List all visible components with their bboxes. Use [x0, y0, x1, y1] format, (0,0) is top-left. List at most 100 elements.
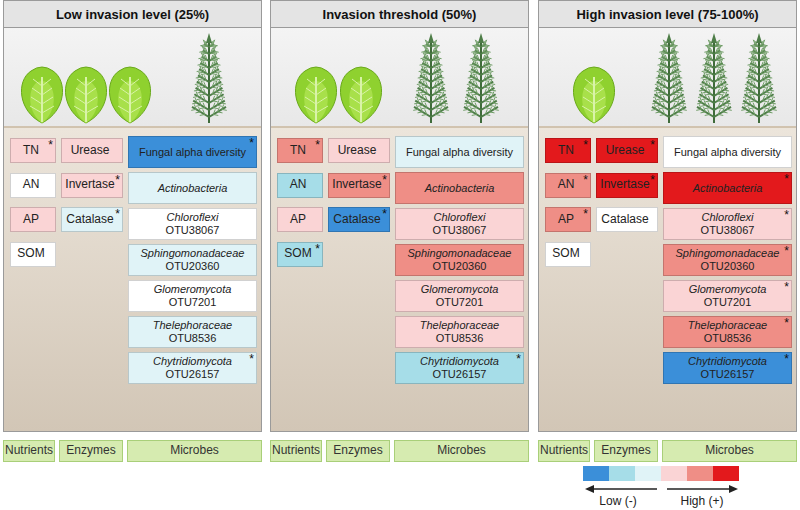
plant-needle — [427, 69, 429, 74]
plant-needle — [435, 96, 437, 101]
plant-needle — [722, 100, 724, 105]
plant-branch — [420, 75, 431, 82]
plant-needle — [215, 64, 220, 66]
leaf-vein — [119, 97, 130, 104]
plant-needle — [211, 55, 213, 60]
plant-needle — [718, 54, 720, 59]
plant-needle — [745, 98, 747, 103]
leaf-vein — [30, 106, 42, 113]
plant-needle — [754, 89, 756, 94]
enzyme-box: Catalase* — [328, 207, 390, 232]
plant-needle — [661, 80, 666, 81]
plant-needle — [677, 105, 682, 106]
plant-needle — [421, 79, 426, 80]
plant-needle — [216, 71, 221, 72]
leaf-vein — [32, 88, 42, 95]
plant-needle — [662, 60, 667, 61]
plant-needle — [702, 71, 707, 72]
box-label: Fungal alpha diversity — [674, 146, 781, 159]
plant-needle — [200, 108, 205, 109]
plant-needle — [672, 94, 677, 95]
plant-needle — [424, 67, 429, 68]
plant-needle — [750, 114, 755, 115]
plant-needle — [723, 112, 728, 113]
plant-needle — [191, 109, 196, 110]
leaf-vein — [42, 106, 54, 113]
plant-needle — [750, 108, 755, 109]
plant-needle — [765, 58, 770, 59]
plant-branch — [209, 69, 219, 75]
plant-needle — [753, 40, 755, 45]
plant-needle — [486, 51, 491, 52]
plant-needle — [421, 51, 426, 52]
plant-branch — [714, 69, 724, 75]
box-label: Invertase — [600, 178, 649, 192]
microbe-box: Fungal alpha diversity — [395, 136, 524, 168]
arrow-line — [667, 488, 731, 489]
plant-needle — [474, 53, 479, 54]
plant-needle — [200, 65, 205, 66]
significance-star: * — [115, 174, 120, 186]
plant-branch — [669, 75, 680, 82]
plant-needle — [661, 94, 666, 95]
plant-needle — [222, 104, 224, 109]
plant-needle — [677, 77, 682, 78]
plant-needle — [440, 84, 445, 85]
leaf-vein — [316, 88, 326, 95]
plant-needle — [217, 77, 222, 78]
plant-branch — [472, 63, 481, 68]
plant-branch — [196, 88, 209, 96]
plant-branch — [669, 69, 679, 75]
plant-needle — [718, 101, 723, 102]
plant-needle — [662, 67, 667, 68]
panel-header: Invasion threshold (50%) — [271, 1, 528, 28]
plant-needle — [680, 96, 685, 97]
plant-branch — [714, 63, 723, 68]
plant-needle — [422, 108, 427, 109]
plant-needle — [490, 84, 495, 85]
plant-needle — [748, 58, 753, 59]
plant-branch — [199, 69, 209, 75]
plant-branch — [748, 75, 759, 82]
leaf-vein — [42, 79, 51, 86]
leaf-vein — [33, 79, 42, 86]
plant-needle — [475, 96, 477, 101]
plant-needle — [708, 54, 710, 59]
plant-needle — [746, 77, 751, 78]
plant-needle — [721, 71, 726, 72]
category-text: Enzymes — [333, 444, 382, 458]
plant-needle — [699, 90, 704, 91]
plant-branch — [431, 88, 444, 96]
leaf-vein — [583, 97, 594, 104]
leaf-vein — [74, 106, 86, 113]
plant-needle — [701, 105, 706, 106]
plant-branch — [659, 69, 669, 75]
soil-line — [271, 126, 528, 128]
plant-needle — [485, 59, 490, 60]
plant-needle — [678, 107, 680, 112]
plant-needle — [490, 112, 495, 113]
plant-needle — [718, 108, 723, 109]
plant-needle — [705, 114, 710, 115]
plant-needle — [425, 109, 427, 114]
plant-needle — [468, 112, 473, 113]
plant-needle — [723, 107, 725, 112]
soil-line — [4, 126, 261, 128]
plant-needle — [761, 67, 766, 68]
nutrient-box: TN* — [10, 138, 56, 163]
plant-needle — [673, 96, 675, 101]
plant-needle — [218, 84, 223, 85]
plant-needle — [476, 82, 478, 87]
nutrient-box: TN* — [545, 138, 591, 163]
plant-needle — [477, 55, 479, 60]
lettuce-leaf — [65, 67, 106, 123]
plant-needle — [747, 99, 752, 100]
plant-needle — [717, 94, 722, 95]
lettuce-leaf — [340, 67, 381, 123]
plant-needle — [435, 101, 440, 102]
microbe-box: Fungal alpha diversity* — [128, 136, 257, 168]
plant-needle — [678, 84, 683, 85]
leaf-vein — [86, 79, 95, 86]
plant-needle — [768, 84, 773, 85]
plant-needle — [475, 103, 477, 108]
